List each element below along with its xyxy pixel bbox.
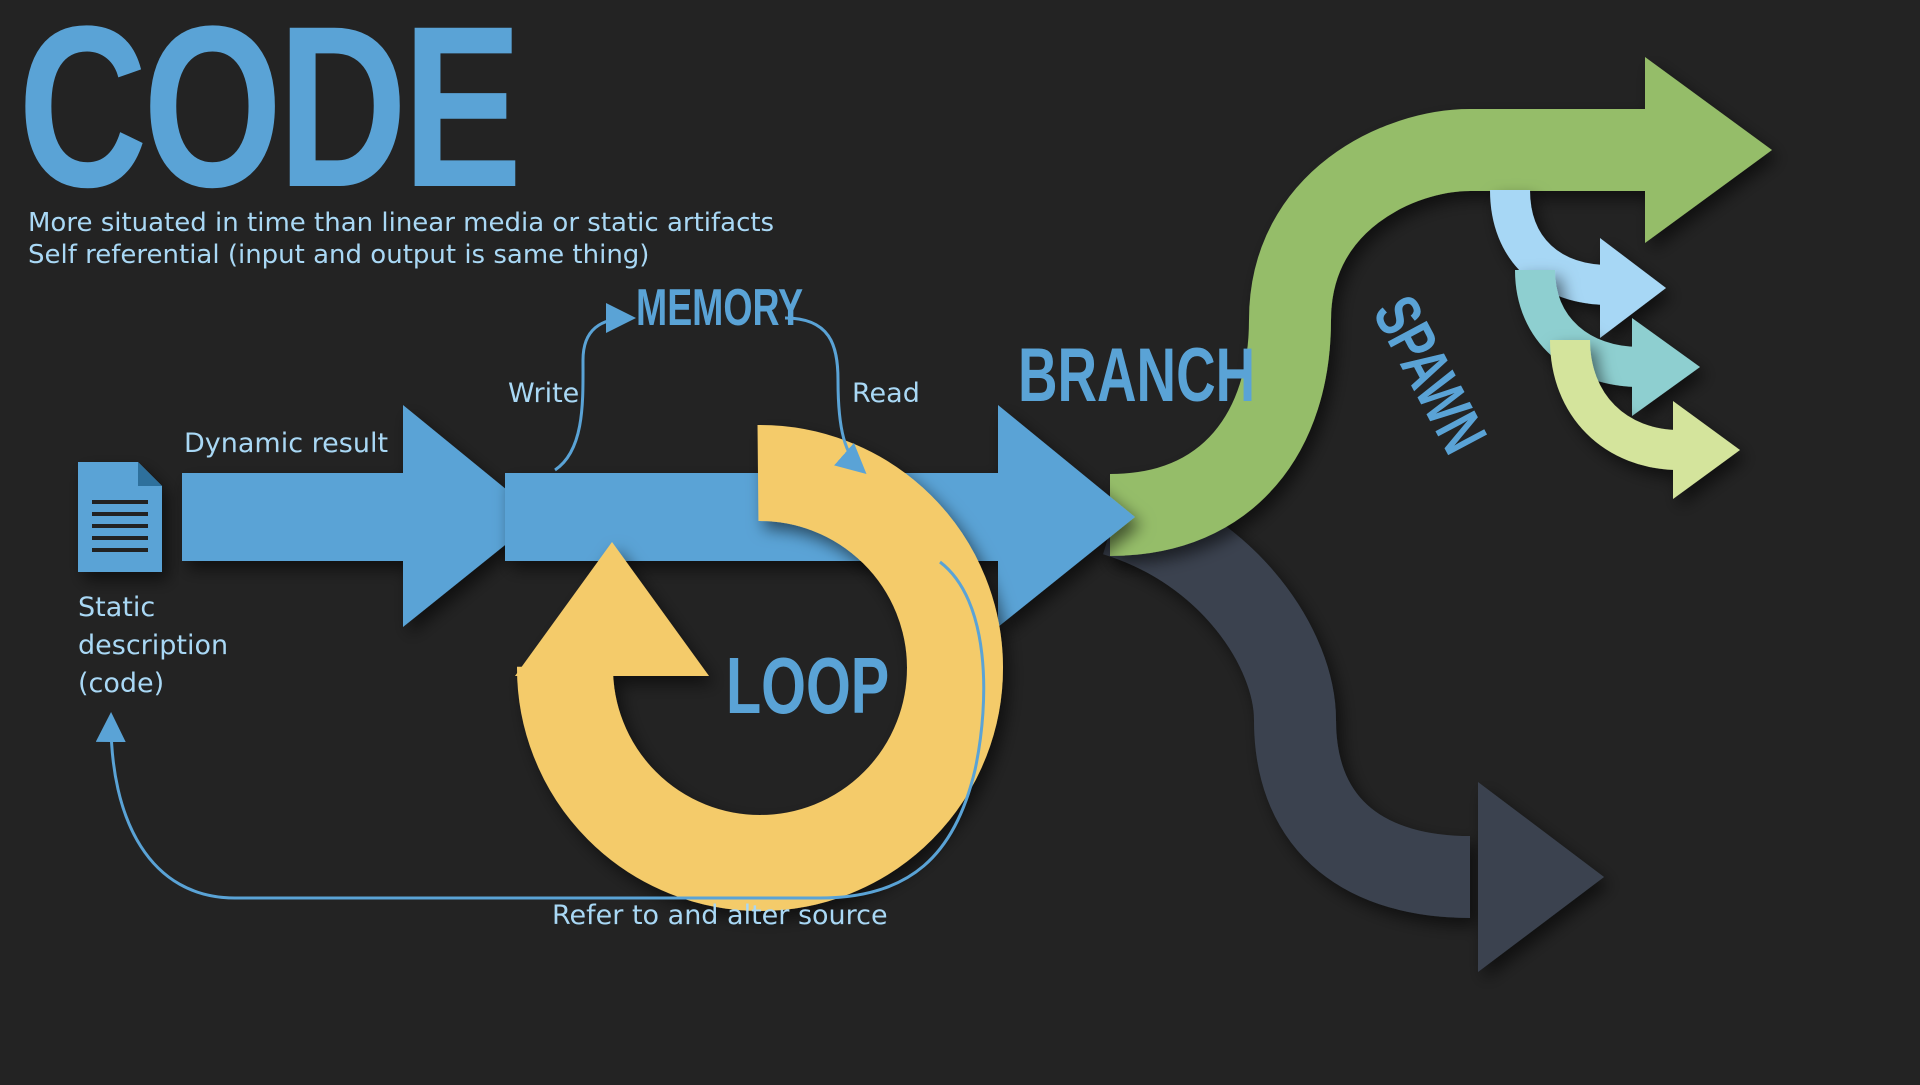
static-description-line-2: description: [78, 630, 229, 661]
branch-upper-arrow: [1108, 57, 1772, 556]
read-connector: [784, 316, 867, 474]
subtitle-line-1: More situated in time than linear media …: [28, 208, 775, 238]
subtitle-line-2: Self referential (input and output is sa…: [28, 240, 650, 270]
loop-arrow: [515, 424, 1003, 911]
refer-back-connector: [95, 560, 986, 900]
write-label: Write: [508, 378, 580, 409]
static-description-line-3: (code): [78, 668, 165, 699]
dynamic-result-label: Dynamic result: [184, 428, 389, 459]
branch-lower-arrow: [1102, 475, 1604, 972]
dynamic-result-arrow: [182, 405, 540, 627]
read-label: Read: [852, 378, 920, 409]
branch-label: BRANCH: [1018, 333, 1256, 418]
refer-label: Refer to and alter source: [552, 900, 888, 931]
document-icon: [78, 462, 162, 572]
static-description-line-1: Static: [78, 592, 156, 623]
loop-label: LOOP: [726, 641, 890, 730]
write-connector: [554, 303, 636, 472]
spawn-arrow-1: [1490, 189, 1666, 338]
spawn-arrow-3: [1550, 339, 1740, 499]
page-title: CODE: [18, 0, 522, 235]
memory-label: MEMORY: [636, 279, 804, 337]
